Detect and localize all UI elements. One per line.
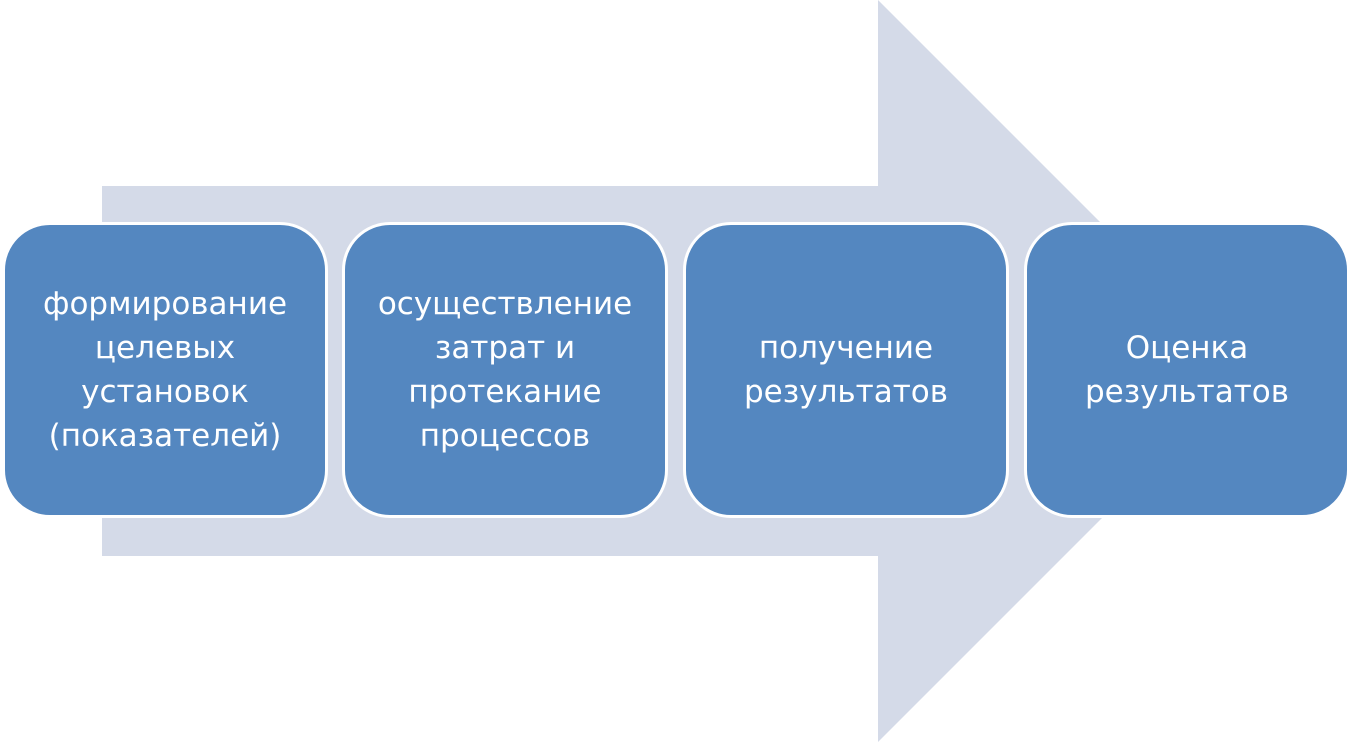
- step-3-label: получение результатов: [743, 330, 948, 410]
- step-1-label: формирование целевых установок (показате…: [42, 286, 288, 454]
- arrow-shape: [102, 0, 1249, 742]
- step-2-box: осуществление затрат и протекание процес…: [342, 222, 668, 518]
- step-4-box: Оценка результатов: [1024, 222, 1350, 518]
- step-4-label: Оценка результатов: [1084, 330, 1289, 410]
- step-1-box: формирование целевых установок (показате…: [2, 222, 328, 518]
- step-3-box: получение результатов: [683, 222, 1009, 518]
- step-2-label: осуществление затрат и протекание процес…: [377, 286, 633, 454]
